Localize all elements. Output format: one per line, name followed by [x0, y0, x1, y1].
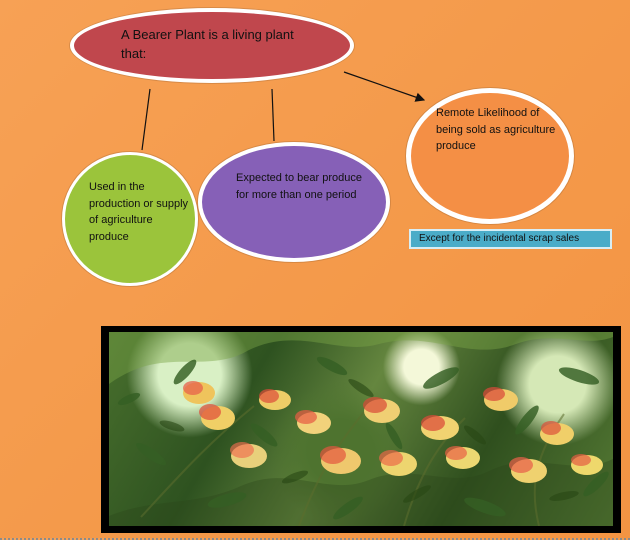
- main-node-label: A Bearer Plant is a living plant that:: [121, 27, 294, 61]
- node-remote-likelihood-label: Remote Likelihood of being sold as agric…: [436, 107, 556, 152]
- node-used-in-production: Used in the production or supply of agri…: [62, 152, 198, 286]
- connector-main-to-remote: [343, 71, 426, 102]
- photo-frame: [101, 326, 621, 533]
- note-box: Except for the incidental scrap sales: [409, 229, 612, 249]
- node-expected-to-bear-produce: Expected to bear produce for more than o…: [198, 142, 390, 262]
- mango-photo: [109, 332, 613, 526]
- main-node: A Bearer Plant is a living plant that:: [70, 8, 354, 83]
- connector-main-to-purple: [271, 88, 275, 142]
- node-remote-likelihood: Remote Likelihood of being sold as agric…: [406, 88, 574, 224]
- node-used-in-production-label: Used in the production or supply of agri…: [89, 181, 189, 243]
- connector-main-to-green: [141, 88, 151, 151]
- node-expected-to-bear-produce-label: Expected to bear produce for more than o…: [236, 172, 362, 201]
- mango-tree-illustration: [109, 332, 613, 526]
